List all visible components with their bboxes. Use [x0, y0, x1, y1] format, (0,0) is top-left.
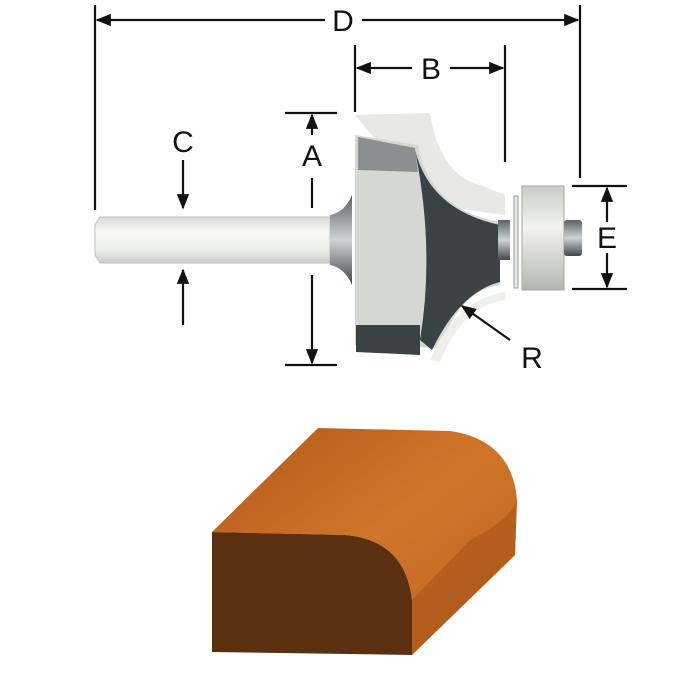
label-c: C [172, 126, 194, 159]
dimension-a: A [285, 111, 337, 367]
carbide-radius-edge [430, 292, 505, 362]
label-d: D [332, 5, 354, 38]
label-b: B [421, 53, 441, 86]
wood-profile [212, 428, 517, 655]
neck [330, 195, 352, 285]
dimension-e: E [572, 184, 627, 291]
dimension-r: R [460, 305, 543, 375]
bearing [521, 185, 565, 291]
dimension-d: D [93, 5, 582, 210]
label-e: E [597, 222, 617, 255]
router-bit [94, 113, 582, 362]
dimension-b: B [353, 45, 507, 162]
arbor [498, 220, 510, 260]
dimension-c: C [172, 126, 194, 325]
washer [513, 195, 519, 289]
label-a: A [302, 140, 322, 173]
label-r: R [521, 342, 543, 375]
bearing-screw [564, 220, 582, 256]
wood-side-shade [412, 500, 517, 655]
cutter-lower-edge [356, 325, 420, 355]
wood-front-face [212, 532, 412, 655]
cutter-profile-dark [415, 150, 500, 350]
carbide-cutter [355, 113, 505, 215]
shank [94, 216, 331, 264]
cutter-upper-edge [358, 137, 418, 172]
